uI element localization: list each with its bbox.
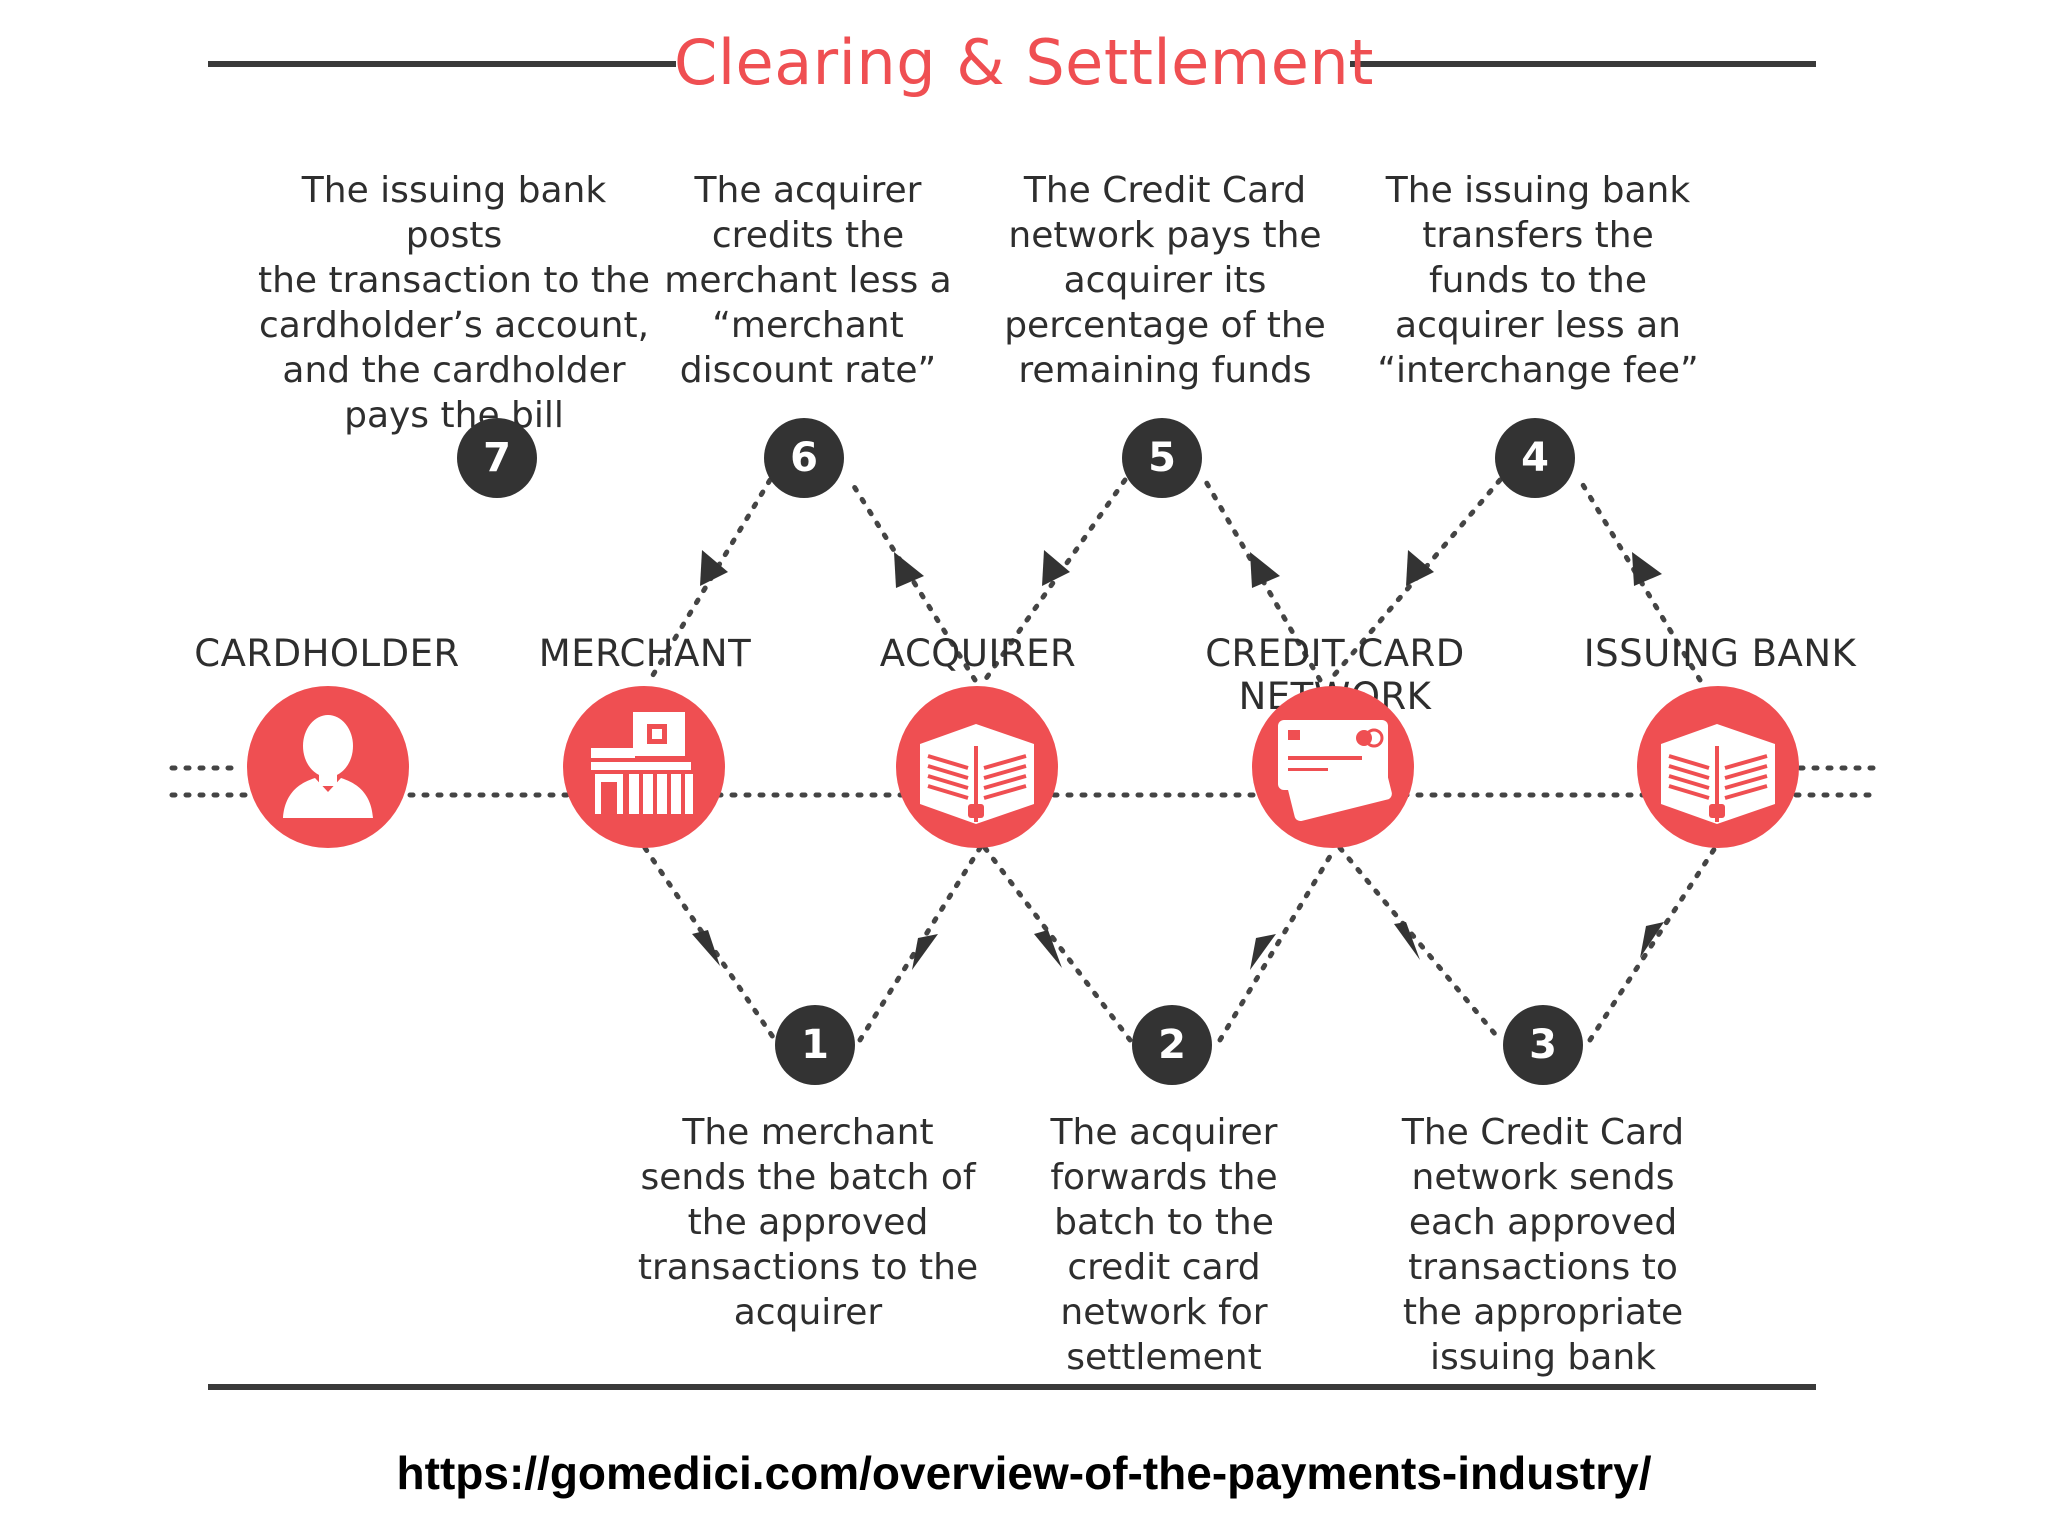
title-rule-right [1350, 61, 1816, 67]
step-1-description: The merchant sends the batch of the appr… [637, 1112, 979, 1333]
step-4-description: The issuing bank transfers the funds to … [1377, 170, 1699, 391]
credit-card-icon [1278, 720, 1392, 822]
arrow-head [1250, 552, 1280, 588]
step-5-badge: 5 [1122, 418, 1202, 498]
merchant-node [563, 686, 725, 848]
step-4-badge: 4 [1495, 418, 1575, 498]
entity-label-merchant: MERCHANT [538, 632, 752, 675]
step-6-badge: 6 [764, 418, 844, 498]
title-rule-left [208, 61, 676, 67]
connector-network-to-3 [1337, 845, 1503, 1043]
arrow-head [1034, 930, 1062, 968]
connector-3-to-issuing [1587, 845, 1718, 1043]
credit-card-network-node [1252, 686, 1414, 848]
step-3-badge: 3 [1503, 1005, 1583, 1085]
step-1-badge: 1 [775, 1005, 855, 1085]
step-3-description: The Credit Card network sends each appro… [1401, 1112, 1685, 1378]
arrow-head [1406, 550, 1434, 586]
step-2-description: The acquirer forwards the batch to the c… [1050, 1112, 1278, 1378]
entity-label-issuing-bank: ISSUING BANK [1583, 632, 1857, 675]
connector-5-to-acquirer [982, 477, 1128, 683]
step-6-description: The acquirer credits the merchant less a… [664, 170, 952, 391]
arrow-head [1640, 922, 1664, 958]
diagram-title: Clearing & Settlement [674, 26, 1374, 99]
step-7-badge: 7 [457, 418, 537, 498]
arrow-head [700, 550, 728, 586]
bank-icon [920, 724, 1034, 824]
arrow-head [692, 930, 720, 966]
bank-icon [1661, 724, 1775, 824]
arrow-head [1394, 922, 1420, 960]
step-5-description: The Credit Card network pays the acquire… [1004, 170, 1326, 391]
arrow-head [912, 934, 938, 970]
acquirer-node [896, 686, 1058, 848]
bottom-rule [208, 1384, 1816, 1390]
connector-acquirer-to-2 [982, 845, 1133, 1043]
step-7-description: The issuing bank posts the transaction t… [258, 170, 650, 436]
connector-acquirer-to-6 [847, 477, 978, 683]
arrow-head [1250, 934, 1276, 970]
arrow-head [894, 552, 924, 588]
cardholder-node [247, 686, 409, 848]
connector-2-to-network [1217, 845, 1338, 1043]
arrow-head [1632, 552, 1662, 586]
store-icon [591, 712, 693, 814]
entity-label-acquirer: ACQUIRER [879, 632, 1077, 675]
arrow-head [1042, 550, 1070, 586]
person-icon [283, 715, 373, 818]
entity-label-cardholder: CARDHOLDER [194, 632, 460, 675]
issuing-bank-node [1637, 686, 1799, 848]
step-2-badge: 2 [1132, 1005, 1212, 1085]
source-url[interactable]: https://gomedici.com/overview-of-the-pay… [396, 1447, 1652, 1499]
